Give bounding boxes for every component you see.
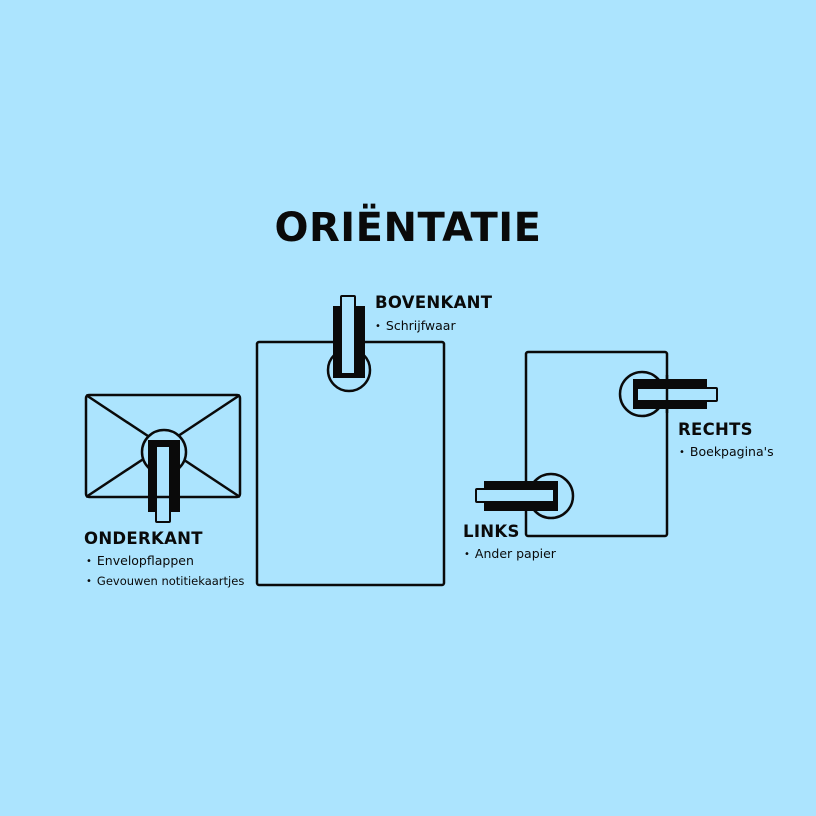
list-item-text: Schrijfwaar [385, 318, 456, 333]
list-item: • Ander papier [464, 546, 556, 561]
binder-clip-icon-left [475, 472, 575, 520]
binder-clip-icon-top [326, 295, 372, 393]
bullet-icon: • [86, 576, 92, 587]
list-item: • Envelopflappen [86, 553, 194, 568]
binder-clip-icon-right [618, 370, 718, 418]
list-item: • Schrijfwaar [375, 318, 456, 333]
list-item-text: Boekpagina's [689, 444, 774, 459]
list-item-text: Ander papier [474, 546, 556, 561]
list-item: • Gevouwen notitiekaartjes [86, 574, 244, 588]
bullet-icon: • [679, 447, 685, 458]
section-label-top: BOVENKANT [375, 293, 493, 312]
bullet-icon: • [375, 321, 381, 332]
section-label-left: LINKS [463, 522, 520, 541]
page-title: ORIËNTATIE [274, 205, 542, 251]
list-item: • Boekpagina's [679, 444, 774, 459]
list-item-text: Gevouwen notitiekaartjes [96, 574, 245, 588]
section-label-bottom: ONDERKANT [84, 529, 203, 548]
list-item-text: Envelopflappen [96, 553, 194, 568]
binder-clip-icon-bottom [140, 428, 188, 523]
bullet-icon: • [464, 549, 470, 560]
bullet-icon: • [86, 556, 92, 567]
page-icon-side [524, 350, 669, 538]
section-label-right: RECHTS [678, 420, 753, 439]
